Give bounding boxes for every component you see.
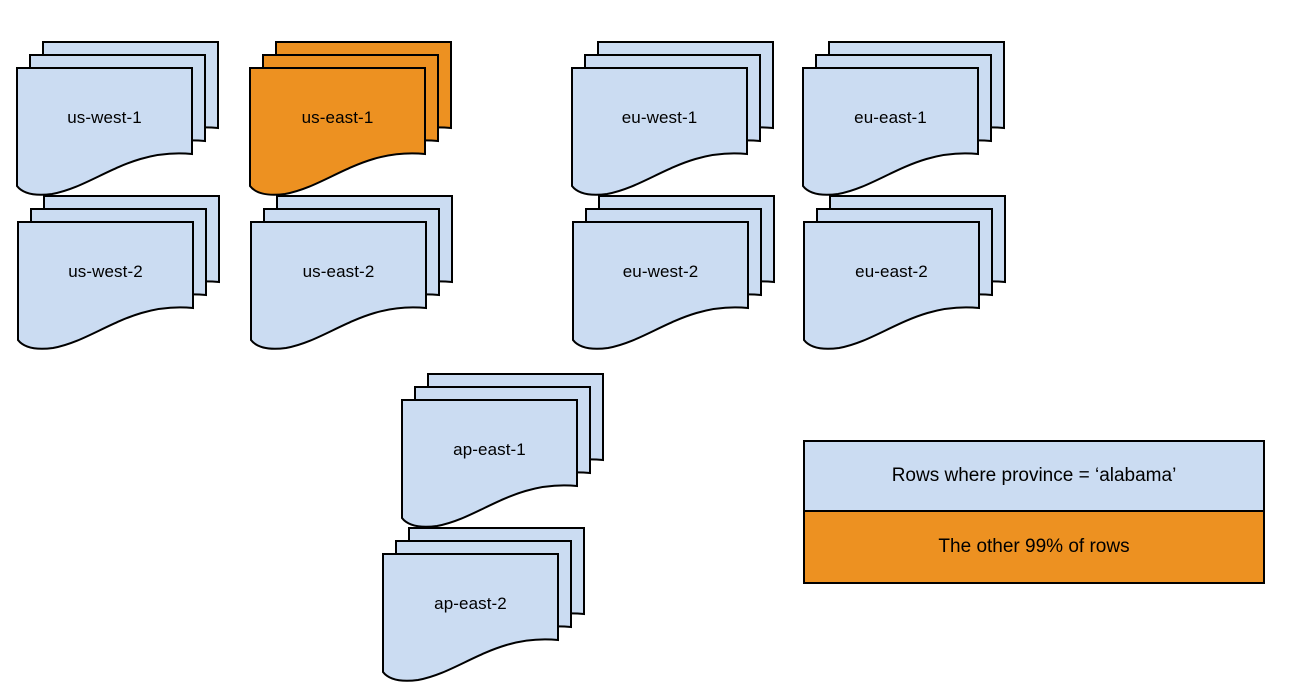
stack-sheet-us-west-2-3 bbox=[17, 221, 194, 350]
legend-label-blue: Rows where province = ‘alabama’ bbox=[891, 465, 1177, 486]
stack-sheet-us-east-1-3 bbox=[249, 67, 426, 196]
stack-sheet-eu-east-2-3 bbox=[803, 221, 980, 350]
stack-sheets-us-east-2 bbox=[250, 195, 453, 350]
legend-row-blue: Rows where province = ‘alabama’ bbox=[805, 442, 1263, 512]
data-stack-eu-east-1[interactable]: eu-east-1 bbox=[802, 41, 1018, 196]
data-stack-eu-east-2[interactable]: eu-east-2 bbox=[803, 195, 1019, 350]
legend-label-orange: The other 99% of rows bbox=[938, 536, 1130, 557]
data-stack-ap-east-2[interactable]: ap-east-2 bbox=[382, 527, 598, 682]
stack-sheets-eu-east-1 bbox=[802, 41, 1005, 196]
stack-sheets-ap-east-1 bbox=[401, 373, 604, 528]
stack-sheet-us-east-2-3 bbox=[250, 221, 427, 350]
legend-row-orange: The other 99% of rows bbox=[805, 512, 1263, 582]
data-stack-us-east-1[interactable]: us-east-1 bbox=[249, 41, 465, 196]
data-stack-us-west-1[interactable]: us-west-1 bbox=[16, 41, 232, 196]
stack-sheets-us-west-2 bbox=[17, 195, 220, 350]
data-stack-us-east-2[interactable]: us-east-2 bbox=[250, 195, 466, 350]
stack-sheet-eu-east-1-3 bbox=[802, 67, 979, 196]
stack-sheet-eu-west-2-3 bbox=[572, 221, 749, 350]
stack-sheets-eu-west-2 bbox=[572, 195, 775, 350]
stack-sheets-ap-east-2 bbox=[382, 527, 585, 682]
stack-sheet-ap-east-2-3 bbox=[382, 553, 559, 682]
stack-sheets-us-west-1 bbox=[16, 41, 219, 196]
data-stack-eu-west-1[interactable]: eu-west-1 bbox=[571, 41, 787, 196]
stack-sheets-eu-west-1 bbox=[571, 41, 774, 196]
stack-sheet-ap-east-1-3 bbox=[401, 399, 578, 528]
data-stack-ap-east-1[interactable]: ap-east-1 bbox=[401, 373, 617, 528]
data-stack-us-west-2[interactable]: us-west-2 bbox=[17, 195, 233, 350]
legend: Rows where province = ‘alabama’ The othe… bbox=[803, 440, 1265, 584]
stack-sheet-us-west-1-3 bbox=[16, 67, 193, 196]
stack-sheets-eu-east-2 bbox=[803, 195, 1006, 350]
data-stack-eu-west-2[interactable]: eu-west-2 bbox=[572, 195, 788, 350]
stack-sheets-us-east-1 bbox=[249, 41, 452, 196]
stack-sheet-eu-west-1-3 bbox=[571, 67, 748, 196]
